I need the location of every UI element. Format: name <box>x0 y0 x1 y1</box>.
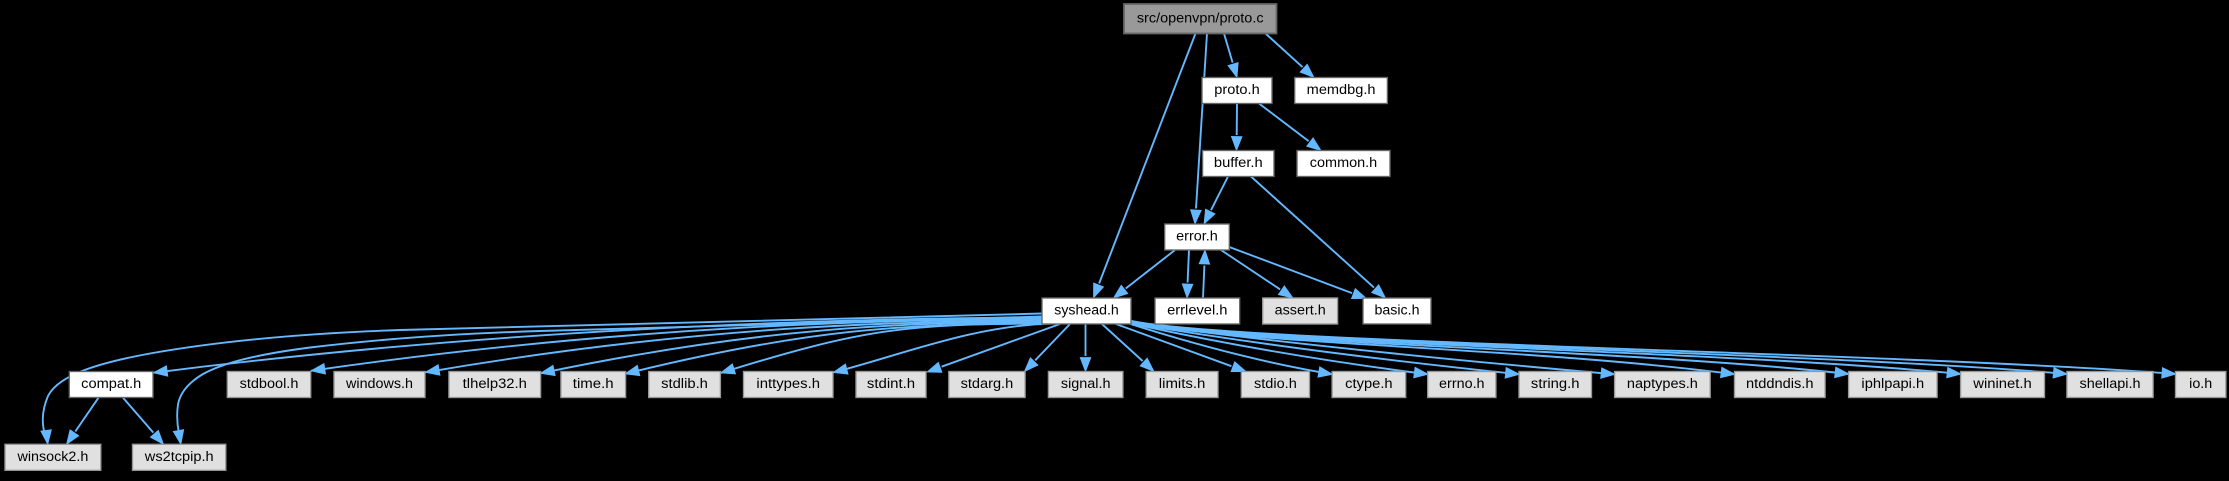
svg-text:string.h: string.h <box>1531 376 1580 392</box>
svg-text:naptypes.h: naptypes.h <box>1627 376 1698 392</box>
svg-text:src/openvpn/proto.c: src/openvpn/proto.c <box>1137 10 1264 26</box>
svg-text:basic.h: basic.h <box>1375 303 1420 319</box>
svg-text:ntddndis.h: ntddndis.h <box>1746 376 1814 392</box>
svg-text:tlhelp32.h: tlhelp32.h <box>463 376 527 392</box>
svg-text:iphlpapi.h: iphlpapi.h <box>1861 376 1924 392</box>
svg-text:wininet.h: wininet.h <box>1972 376 2031 392</box>
svg-text:ctype.h: ctype.h <box>1345 376 1392 392</box>
svg-text:stdint.h: stdint.h <box>867 376 915 392</box>
svg-text:stdio.h: stdio.h <box>1254 376 1297 392</box>
svg-text:stdlib.h: stdlib.h <box>661 376 708 392</box>
svg-text:buffer.h: buffer.h <box>1214 155 1263 171</box>
svg-text:memdbg.h: memdbg.h <box>1307 82 1376 98</box>
svg-text:shellapi.h: shellapi.h <box>2080 376 2141 392</box>
svg-text:errno.h: errno.h <box>1439 376 1485 392</box>
svg-text:proto.h: proto.h <box>1214 82 1259 98</box>
svg-text:error.h: error.h <box>1176 229 1218 245</box>
svg-text:time.h: time.h <box>573 376 614 392</box>
svg-text:stdbool.h: stdbool.h <box>240 376 299 392</box>
svg-text:io.h: io.h <box>2189 376 2212 392</box>
svg-text:windows.h: windows.h <box>345 376 413 392</box>
svg-text:winsock2.h: winsock2.h <box>16 449 88 465</box>
svg-text:inttypes.h: inttypes.h <box>756 376 820 392</box>
svg-text:syshead.h: syshead.h <box>1054 303 1119 319</box>
svg-text:signal.h: signal.h <box>1061 376 1111 392</box>
svg-text:common.h: common.h <box>1310 155 1377 171</box>
svg-text:errlevel.h: errlevel.h <box>1167 303 1227 319</box>
svg-text:assert.h: assert.h <box>1275 303 1326 319</box>
svg-text:limits.h: limits.h <box>1159 376 1206 392</box>
svg-text:stdarg.h: stdarg.h <box>961 376 1014 392</box>
svg-text:compat.h: compat.h <box>81 376 141 392</box>
svg-text:ws2tcpip.h: ws2tcpip.h <box>144 449 214 465</box>
